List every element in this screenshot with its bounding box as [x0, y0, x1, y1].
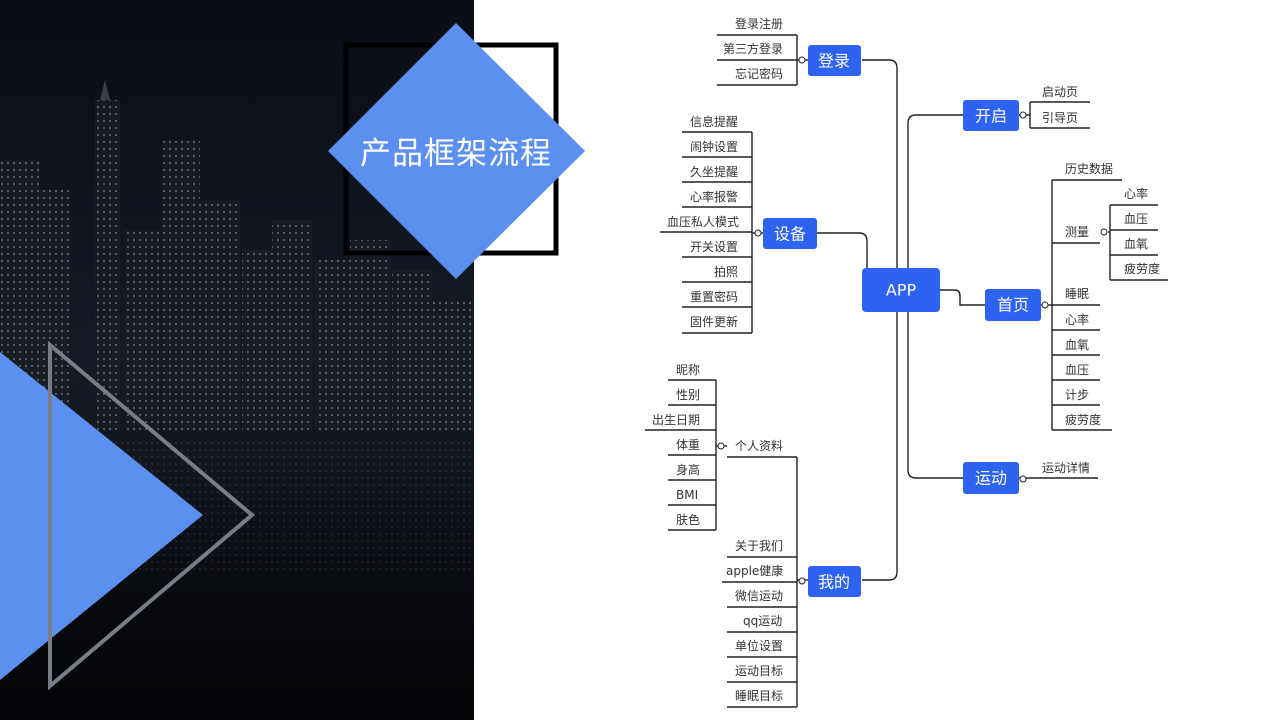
leaf-item[interactable]: BMI	[676, 488, 698, 502]
root-node-label: APP	[886, 281, 917, 300]
leaf-item[interactable]: 睡眠目标	[735, 689, 783, 703]
branch-node-device[interactable]: 设备	[763, 218, 817, 249]
play-triangle-icon	[0, 352, 203, 680]
leaf-item[interactable]: 血压	[1124, 212, 1148, 226]
branch-label-sport: 运动	[975, 469, 1007, 488]
mine-leaf-lines	[645, 379, 808, 708]
leaf-item[interactable]: 引导页	[1042, 111, 1078, 125]
root-connectors	[817, 59, 985, 581]
measure-leaves: 心率 血压 血氧 疲劳度	[1124, 186, 1160, 276]
branch-label-device: 设备	[774, 225, 806, 244]
leaf-item[interactable]: 单位设置	[735, 638, 783, 653]
leaf-item[interactable]: 重置密码	[690, 289, 738, 304]
leaf-item[interactable]: 关于我们	[735, 538, 783, 553]
profile-leaves: 昵称 性别 出生日期 体重 身高 BMI 肤色	[652, 363, 700, 527]
leaf-item[interactable]: 肤色	[676, 512, 700, 527]
device-leaves: 信息提醒 闹钟设置 久坐提醒 心率报警 血压私人模式 开关设置 拍照 重置密码 …	[667, 114, 739, 329]
branch-node-login[interactable]: 登录	[808, 45, 861, 76]
leaf-item[interactable]: 拍照	[714, 264, 738, 279]
leaf-item[interactable]: 血压私人模式	[667, 215, 739, 229]
branch-node-open[interactable]: 开启	[963, 100, 1019, 131]
home-leaf-lines	[1041, 179, 1168, 431]
branch-label-open: 开启	[975, 107, 1007, 126]
triangle-outline	[48, 340, 256, 691]
leaf-item[interactable]: 血氧	[1124, 237, 1148, 251]
branch-label-home: 首页	[997, 296, 1029, 315]
login-leaf-lines	[717, 34, 808, 86]
leaf-item[interactable]: 心率	[1065, 312, 1089, 327]
sport-leaf-lines	[1019, 475, 1098, 483]
leaf-item[interactable]: 体重	[676, 438, 700, 452]
leaf-item[interactable]: 第三方登录	[723, 41, 783, 56]
leaf-item[interactable]: 疲劳度	[1124, 261, 1160, 276]
leaf-item[interactable]: qq运动	[743, 614, 782, 628]
leaf-item[interactable]: 久坐提醒	[690, 164, 738, 179]
leaf-item[interactable]: 身高	[676, 462, 700, 477]
leaf-item[interactable]: 固件更新	[690, 314, 738, 329]
branch-node-sport[interactable]: 运动	[963, 462, 1019, 494]
leaf-item[interactable]: 疲劳度	[1065, 412, 1101, 427]
leaf-item[interactable]: 昵称	[676, 363, 700, 377]
branch-node-mine[interactable]: 我的	[808, 566, 861, 597]
login-leaves: 登录注册 第三方登录 忘记密码	[723, 16, 783, 81]
leaf-item[interactable]: 性别	[676, 388, 700, 402]
open-leaves: 启动页 引导页	[1042, 85, 1078, 125]
leaf-item[interactable]: 忘记密码	[735, 66, 783, 81]
home-leaves: 历史数据 测量 睡眠 心率 血氧 血压 计步 疲劳度	[1065, 161, 1113, 427]
leaf-item[interactable]: apple健康	[726, 563, 783, 578]
leaf-item[interactable]: 睡眠	[1065, 287, 1089, 301]
title-diamond	[328, 23, 585, 279]
open-leaf-lines	[1019, 101, 1090, 129]
leaf-item[interactable]: 运动详情	[1042, 460, 1090, 475]
leaf-item[interactable]: 启动页	[1042, 85, 1078, 99]
leaf-item[interactable]: 信息提醒	[690, 114, 738, 129]
leaf-item[interactable]: 历史数据	[1065, 161, 1113, 176]
leaf-item[interactable]: 计步	[1065, 388, 1089, 402]
slide-title: 产品框架流程	[360, 136, 552, 172]
leaf-item[interactable]: 血氧	[1065, 338, 1089, 352]
leaf-item[interactable]: 闹钟设置	[690, 139, 738, 154]
leaf-item[interactable]: 个人资料	[735, 439, 783, 453]
leaf-item[interactable]: 运动目标	[735, 664, 783, 678]
leaf-item[interactable]: 微信运动	[735, 589, 783, 603]
leaf-item[interactable]: 心率报警	[690, 189, 738, 204]
branch-node-home[interactable]: 首页	[985, 289, 1041, 321]
leaf-item[interactable]: 心率	[1124, 186, 1148, 201]
branch-label-mine: 我的	[818, 573, 850, 592]
sport-leaves: 运动详情	[1042, 460, 1090, 475]
leaf-item[interactable]: 开关设置	[690, 240, 738, 254]
leaf-item[interactable]: 出生日期	[652, 413, 700, 427]
leaf-item[interactable]: 血压	[1065, 363, 1089, 377]
device-leaf-lines	[660, 131, 763, 334]
leaf-item[interactable]: 测量	[1065, 225, 1089, 239]
branch-label-login: 登录	[818, 52, 850, 71]
leaf-item[interactable]: 登录注册	[735, 16, 783, 31]
root-node[interactable]: APP	[862, 268, 940, 312]
mine-leaves: 个人资料 关于我们 apple健康 微信运动 qq运动 单位设置 运动目标 睡眠…	[726, 439, 783, 703]
